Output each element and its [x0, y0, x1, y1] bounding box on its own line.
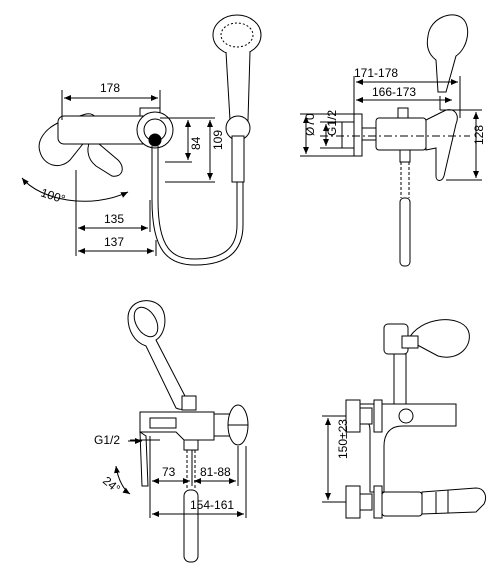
dim-angle-arc — [21, 177, 129, 202]
dim-135-label: 135 — [104, 212, 124, 226]
front-view-top — [21, 14, 262, 266]
dim-171-178-label: 171-178 — [354, 66, 398, 80]
shower-hose-side — [399, 197, 411, 267]
dim-137-label: 137 — [104, 235, 124, 249]
shower-head-side — [426, 14, 469, 93]
dim-angle-label: 100° — [39, 186, 67, 207]
shower-head-bottom — [127, 300, 188, 410]
dim-84-label: 84 — [189, 136, 203, 150]
dim-178-label: 178 — [100, 81, 120, 95]
dim-thread-label: G1/2 — [325, 110, 339, 136]
dim-thread-bottom-label: G1/2 — [94, 433, 120, 447]
dim-128-label: 128 — [472, 125, 486, 145]
side-view-top — [300, 14, 482, 267]
shower-hose-bottom — [183, 489, 199, 563]
shower-head-rear — [407, 319, 470, 358]
dim-73-label: 73 — [162, 465, 176, 479]
dim-angle-bottom-arc — [114, 465, 131, 495]
lower-connector — [345, 485, 361, 519]
rear-knob — [398, 408, 414, 424]
dim-109-label: 109 — [211, 130, 225, 150]
rear-view-bottom — [322, 319, 487, 519]
dim-diameter-label: Ø70 — [303, 113, 317, 136]
shower-head — [212, 14, 262, 56]
dim-166-173-label: 166-173 — [372, 85, 416, 99]
side-view-bottom — [114, 300, 249, 563]
riser-column — [393, 353, 407, 411]
mixer-body-bottom — [139, 411, 215, 441]
mixer-handle-rotated — [87, 137, 123, 177]
mixer-lever-bottom — [139, 431, 149, 487]
mixer-lever-side — [425, 109, 458, 181]
dim-81-88-label: 81-88 — [200, 465, 231, 479]
mixer-lever-rear — [421, 487, 487, 515]
wall-flange — [353, 113, 363, 157]
dim-angle-bottom-label: 24° — [100, 474, 123, 497]
mixer-body-side — [375, 117, 427, 151]
dim-150-label: 150±23 — [336, 419, 350, 459]
dim-154-161-label: 154-161 — [190, 498, 234, 512]
